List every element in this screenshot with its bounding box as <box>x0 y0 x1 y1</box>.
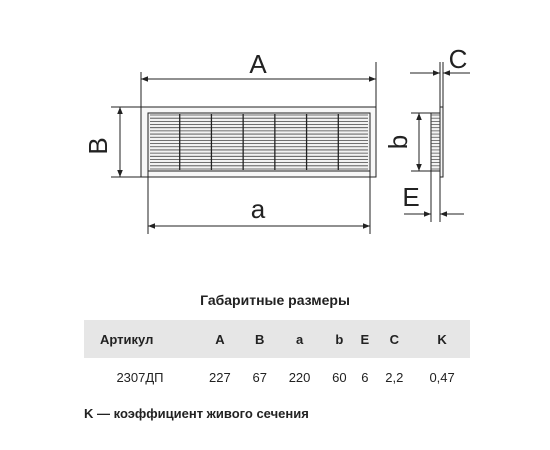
dim-a-label: a <box>251 194 266 224</box>
table-cell: 6 <box>361 369 369 385</box>
grille-slats <box>150 114 368 170</box>
side-body <box>430 112 441 172</box>
table-cell: 67 <box>252 369 267 385</box>
table-header-cell: b <box>323 320 356 358</box>
dim-B-label: B <box>83 137 113 154</box>
dim-b-label: b <box>383 135 413 149</box>
table-cell: 0,47 <box>429 369 455 385</box>
table-header-cell: A <box>196 320 244 358</box>
grille-dividers <box>179 114 339 170</box>
table-cell: 2,2 <box>385 369 404 385</box>
front-view <box>111 62 377 234</box>
side-teeth <box>431 114 440 170</box>
dim-E-label: E <box>402 182 419 212</box>
grille-inner-area <box>147 112 371 172</box>
table-header-cell: B <box>243 320 276 358</box>
table-header-cell: Артикул <box>84 320 196 358</box>
table-title: Габаритные размеры <box>200 292 350 308</box>
footnote: K — коэффициент живого сечения <box>84 406 309 421</box>
table-cell: 220 <box>288 369 311 385</box>
dim-C-label: C <box>449 44 468 74</box>
table-row: 2307ДП 227 67 220 60 6 2,2 0,47 <box>84 358 470 396</box>
side-view <box>404 62 470 222</box>
dim-A-label: A <box>249 49 267 79</box>
table-header-cell: a <box>275 320 324 358</box>
table-cell: 227 <box>209 369 231 385</box>
table-header-cell: E <box>355 320 375 358</box>
table-header-cell: C <box>374 320 415 358</box>
table-cell: 2307ДП <box>116 369 164 385</box>
table-header-cell: K <box>414 320 470 358</box>
table-cell: 60 <box>332 369 347 385</box>
technical-drawing: A B a C b E <box>83 44 470 234</box>
